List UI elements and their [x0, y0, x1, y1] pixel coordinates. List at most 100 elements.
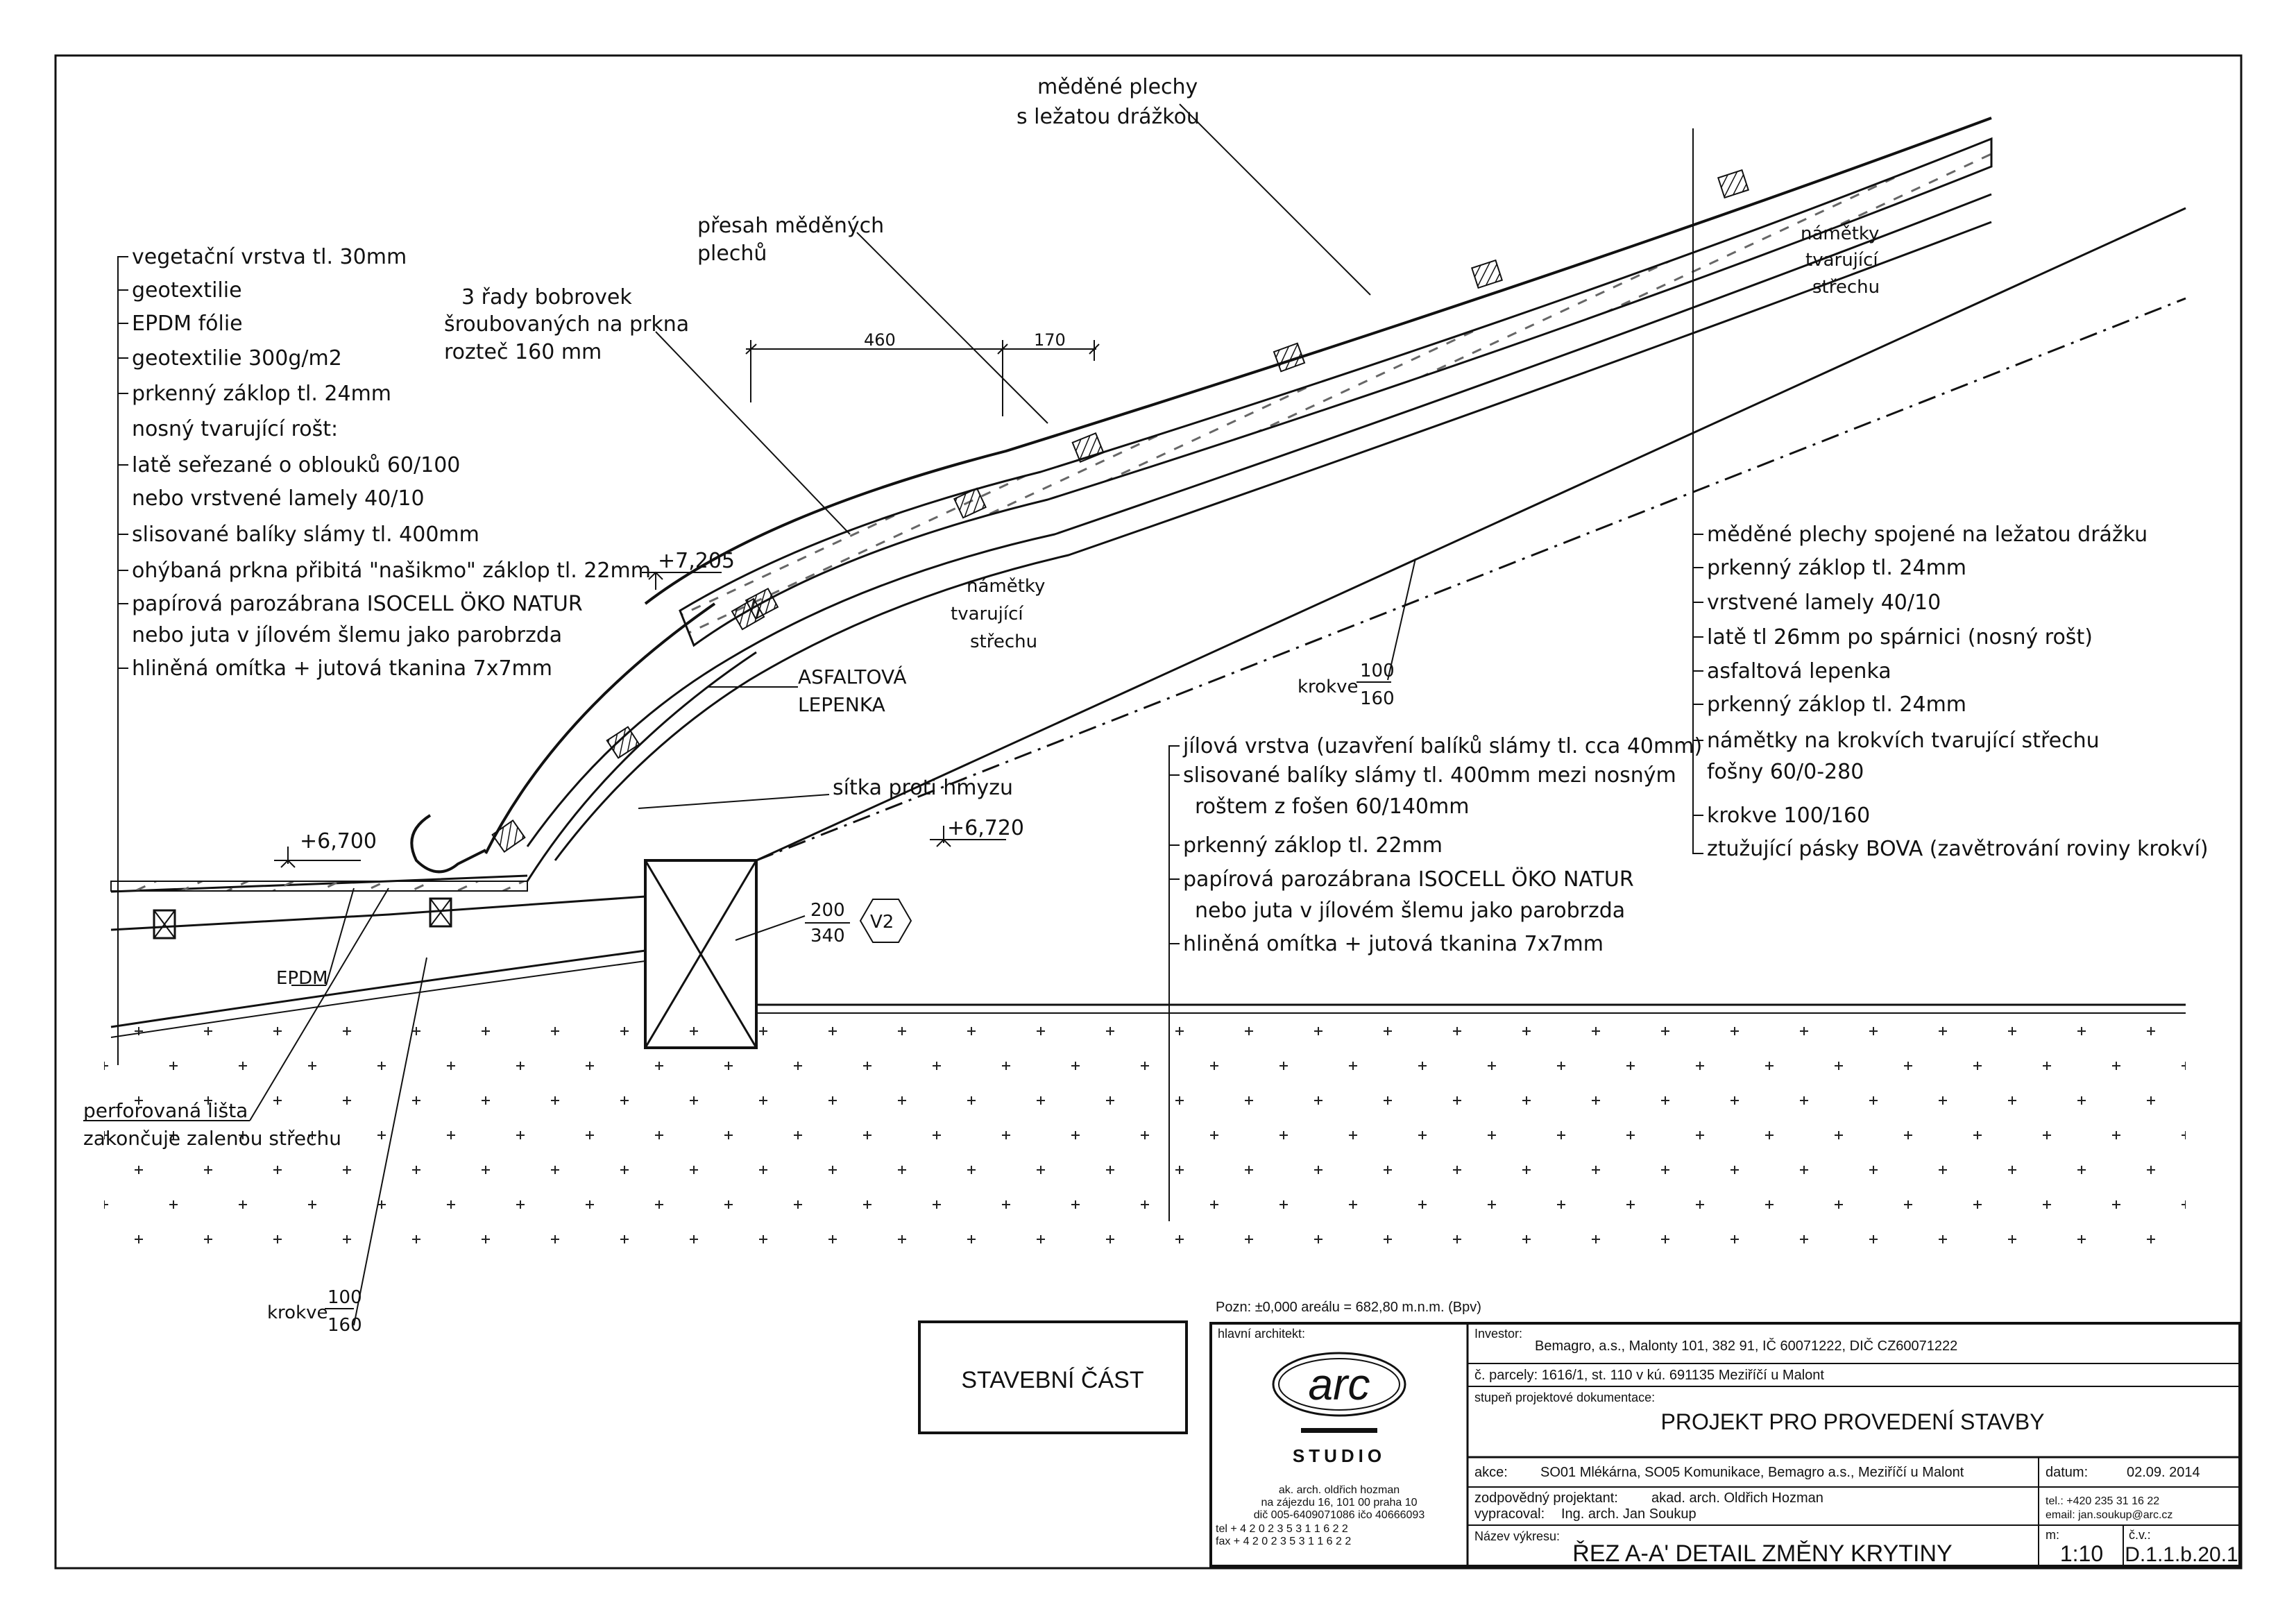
roof-copper-layer	[644, 117, 1992, 605]
investor-label: Investor:	[1474, 1327, 1522, 1341]
architect-label: hlavní architekt:	[1218, 1327, 1305, 1341]
right-label: prkenný záklop tl. 24mm	[1707, 556, 1966, 580]
rafter-size: 100	[1360, 661, 1395, 681]
date: 02.09. 2014	[2127, 1465, 2200, 1480]
eave-batten-2	[429, 897, 452, 928]
left-label: nebo vrstvené lamely 40/10	[132, 486, 425, 511]
center-label: hliněná omítka + jutová tkanina 7x7mm	[1183, 932, 1604, 956]
title-block: Pozn: ±0,000 areálu = 682,80 m.n.m. (Bpv…	[918, 1300, 2241, 1567]
studio-text: STUDIO	[1293, 1445, 1386, 1466]
rafter-size-lower: 100	[328, 1287, 362, 1308]
wall-beam	[644, 859, 758, 1049]
nametky-note: střechu	[1812, 277, 1880, 298]
center-label: prkenný záklop tl. 22mm	[1183, 833, 1443, 858]
parcel: č. parcely: 1616/1, st. 110 v kú. 691135…	[1474, 1368, 1824, 1383]
elevation-6720: +6,720	[947, 816, 1024, 840]
phone: tel.: +420 235 31 16 22	[2046, 1495, 2159, 1507]
overlap-note: přesah měděných	[697, 214, 884, 238]
eave-green-roof-layer	[110, 881, 528, 892]
rafter-lower	[756, 297, 2186, 862]
elevation-7205: +7,205	[658, 549, 735, 573]
elevation-markers	[274, 571, 1006, 868]
right-label-list: měděné plechy spojené na ležatou drážku …	[1707, 522, 2209, 861]
right-label: latě tl 26mm po spárnici (nosný rošt)	[1707, 625, 2093, 649]
bobrovky-note: rozteč 160 mm	[444, 340, 602, 364]
perforated-strip-note: perforovaná lišta	[83, 1099, 248, 1122]
left-label: latě seřezané o oblouků 60/100	[132, 453, 460, 477]
nametky-note: námětky	[1801, 223, 1879, 244]
rafter-note: krokve	[1298, 677, 1359, 697]
bobrovky-note: šroubovaných na prkna	[444, 312, 689, 337]
left-label: prkenný záklop tl. 24mm	[132, 382, 391, 406]
arc-logo	[1272, 1352, 1406, 1417]
nametky-note-2: námětky	[967, 576, 1045, 597]
sheet-frame	[54, 54, 2243, 1570]
nametky-note: tvarující	[1805, 250, 1878, 271]
investor: Bemagro, a.s., Malonty 101, 382 91, IČ 6…	[1535, 1338, 1957, 1354]
dimension-170: 170	[1034, 330, 1066, 350]
right-label: fošny 60/0-280	[1707, 760, 1864, 784]
date-label: datum:	[2046, 1465, 2088, 1480]
action: SO01 Mlékárna, SO05 Komunikace, Bemagro …	[1540, 1465, 1964, 1480]
responsible: akad. arch. Oldřich Hozman	[1651, 1490, 1823, 1506]
drawing-name: ŘEZ A-A' DETAIL ZMĚNY KRYTINY	[1572, 1540, 1952, 1567]
architect-info: dič 005-6409071086 ičo 40666093	[1254, 1509, 1425, 1521]
stage: PROJEKT PRO PROVEDENÍ STAVBY	[1660, 1409, 2044, 1434]
right-label: měděné plechy spojené na ležatou drážku	[1707, 522, 2148, 547]
ceiling-line-1	[110, 949, 646, 1028]
right-label: ztužující pásky BOVA (zavětrování roviny…	[1707, 837, 2209, 861]
center-label: roštem z fošen 60/140mm	[1195, 794, 1469, 819]
left-label: EPDM fólie	[132, 312, 243, 336]
arc-logo-text: arc	[1309, 1359, 1370, 1409]
center-label: papírová parozábrana ISOCELL ÖKO NATUR	[1183, 867, 1634, 892]
detail-v2: V2	[870, 912, 894, 933]
responsible-label: zodpovědný projektant:	[1474, 1490, 1618, 1506]
roof-steep-outer	[484, 602, 716, 854]
left-label: nosný tvarující rošt:	[132, 417, 338, 441]
roof-insulation-band	[679, 137, 1993, 647]
overlap-note: plechů	[697, 241, 767, 266]
eave-lower-line	[110, 895, 646, 931]
right-label: prkenný záklop tl. 24mm	[1707, 692, 1966, 717]
insect-net-note: sítka proti hmyzu	[833, 776, 1013, 800]
scale-label: m:	[2046, 1528, 2059, 1542]
eave-batten-1	[153, 909, 176, 940]
scale: 1:10	[2060, 1541, 2103, 1566]
leader-lines	[83, 103, 1703, 1326]
action-label: akce:	[1474, 1465, 1508, 1480]
stage-label: stupeň projektové dokumentace:	[1474, 1391, 1655, 1404]
center-label: slisované balíky slámy tl. 400mm mezi no…	[1183, 763, 1676, 788]
left-label-list: vegetační vrstva tl. 30mm geotextilie EP…	[132, 245, 651, 681]
right-label: asfaltová lepenka	[1707, 659, 1891, 683]
dimension-line	[745, 340, 1100, 416]
copper-note: s ležatou drážkou	[1017, 105, 1200, 129]
center-label: nebo juta v jílovém šlemu jako parobrzda	[1195, 899, 1625, 923]
left-label: nebo juta v jílovém šlemu jako parobrzda	[132, 623, 562, 647]
rafter-note-lower: krokve	[267, 1302, 328, 1323]
architect-info: na zájezdu 16, 101 00 praha 10	[1261, 1497, 1417, 1509]
center-label: jílová vrstva (uzavření balíků slámy tl.…	[1182, 734, 1702, 758]
architect-info: tel + 4 2 0 2 3 5 3 1 1 6 2 2	[1216, 1523, 1348, 1535]
perforated-strip-note: zakončuje zalenou střechu	[83, 1127, 341, 1150]
ceiling-line-2	[110, 960, 646, 1038]
copper-note: měděné plechy	[1037, 75, 1198, 99]
epdm-note: EPDM	[276, 968, 328, 989]
roof-inner-layer-2	[554, 221, 1992, 861]
center-label-list: jílová vrstva (uzavření balíků slámy tl.…	[1182, 734, 1702, 956]
architect-info: ak. arch. oldřich hozman	[1279, 1484, 1400, 1496]
email: email: jan.soukup@arc.cz	[2046, 1509, 2172, 1521]
roof-steep-inner	[526, 651, 757, 882]
left-label: geotextilie 300g/m2	[132, 346, 342, 371]
beam-size: 200	[810, 900, 845, 921]
elevation-note: Pozn: ±0,000 areálu = 682,80 m.n.m. (Bpv…	[1216, 1300, 1481, 1315]
right-label: vrstvené lamely 40/10	[1707, 590, 1941, 615]
asfalt-note: ASFALTOVÁ	[798, 665, 907, 688]
rafter-size: 160	[1360, 688, 1395, 709]
prepared: Ing. arch. Jan Soukup	[1561, 1506, 1697, 1522]
drawing-name-label: Název výkresu:	[1474, 1529, 1560, 1543]
right-label: krokve 100/160	[1707, 804, 1870, 828]
left-label: slisované balíky slámy tl. 400mm	[132, 522, 479, 547]
architect-info: fax + 4 2 0 2 3 5 3 1 1 6 2 2	[1216, 1536, 1351, 1547]
detail-hexagon	[859, 899, 912, 943]
